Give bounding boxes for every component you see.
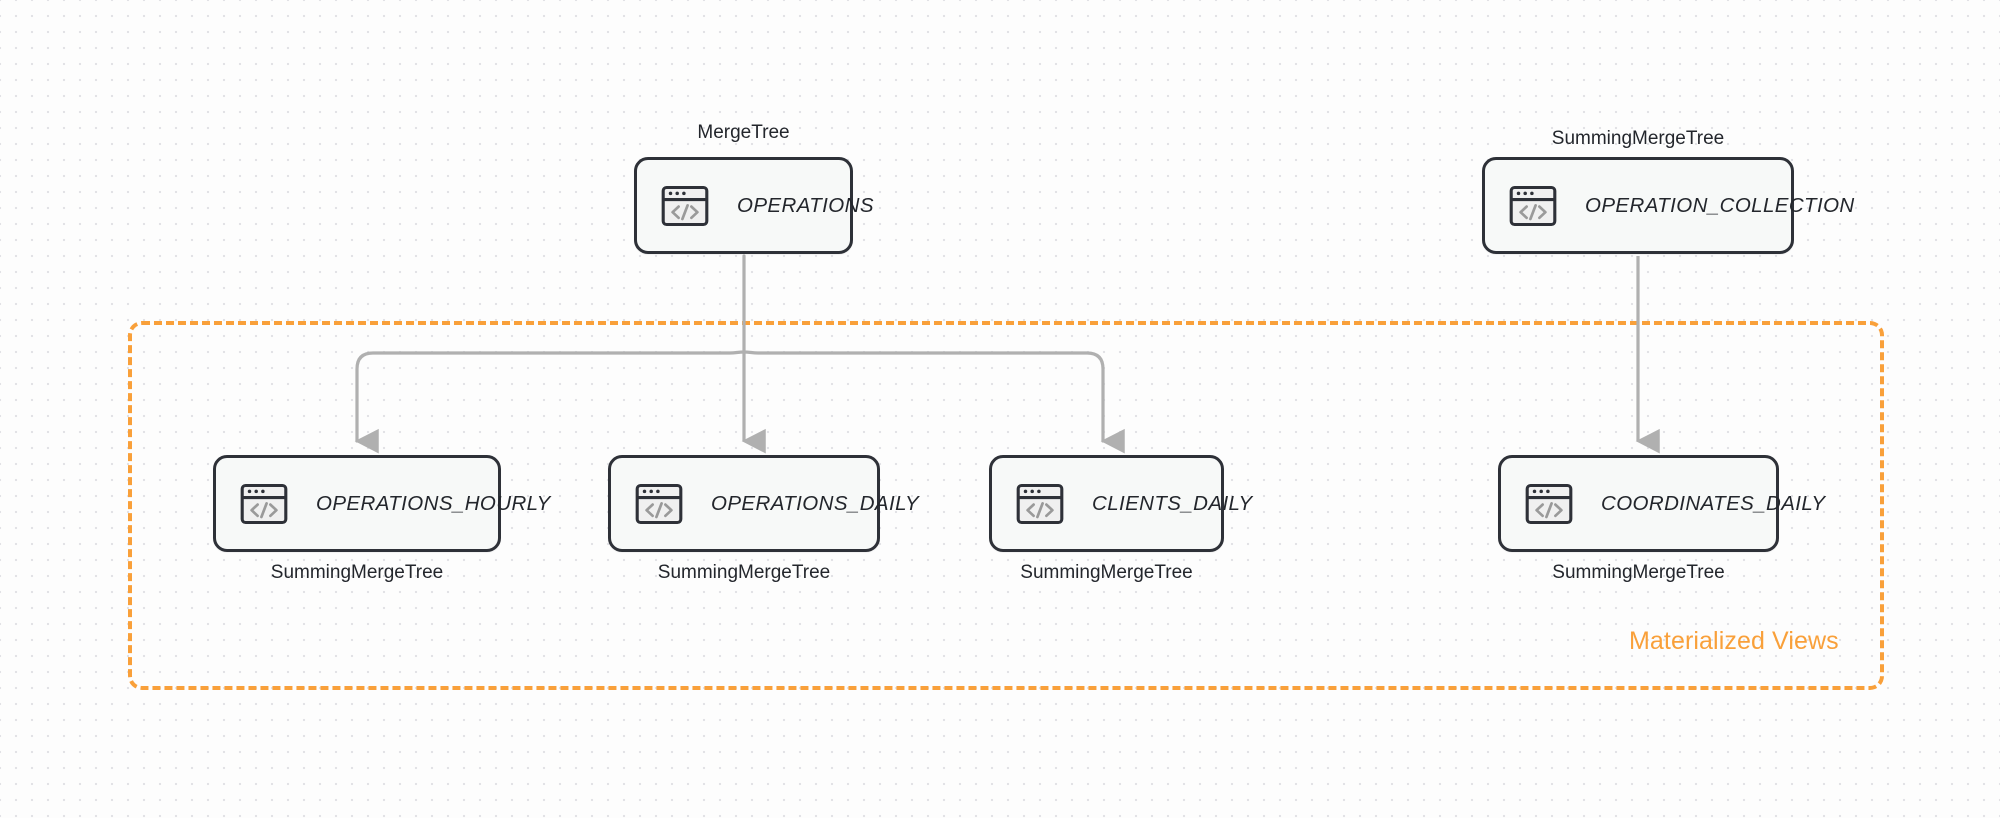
engine-label-clients-daily: SummingMergeTree	[1020, 562, 1193, 583]
node-operations-hourly-label: OPERATIONS_HOURLY	[316, 491, 551, 515]
node-clients-daily-label: CLIENTS_DAILY	[1092, 491, 1253, 515]
engine-label-operations: MergeTree	[697, 122, 790, 143]
code-window-icon	[1523, 478, 1575, 530]
materialized-views-group	[128, 321, 1884, 690]
engine-label-operations-daily: SummingMergeTree	[657, 562, 831, 583]
node-operations-label: OPERATIONS	[737, 193, 874, 217]
node-operation-collection[interactable]: OPERATION_COLLECTION	[1482, 157, 1854, 254]
code-window-icon	[659, 180, 711, 232]
node-operations-hourly[interactable]: OPERATIONS_HOURLY	[213, 455, 550, 552]
engine-label-operation-collection: SummingMergeTree	[1551, 128, 1725, 149]
engine-label-operations-hourly: SummingMergeTree	[270, 562, 444, 583]
node-operations-daily[interactable]: OPERATIONS_DAILY	[608, 455, 919, 552]
code-window-icon	[1507, 180, 1559, 232]
node-coordinates-daily-label: COORDINATES_DAILY	[1601, 491, 1826, 515]
node-clients-daily[interactable]: CLIENTS_DAILY	[989, 455, 1252, 552]
code-window-icon	[238, 478, 290, 530]
code-window-icon	[1014, 478, 1066, 530]
node-operations-daily-label: OPERATIONS_DAILY	[711, 491, 920, 515]
code-window-icon	[633, 478, 685, 530]
node-operation-collection-label: OPERATION_COLLECTION	[1585, 193, 1855, 217]
engine-label-coordinates-daily: SummingMergeTree	[1552, 562, 1725, 583]
node-operations[interactable]: OPERATIONS	[634, 157, 873, 254]
node-coordinates-daily[interactable]: COORDINATES_DAILY	[1498, 455, 1825, 552]
materialized-views-group-label: Materialized Views	[1629, 627, 1839, 655]
